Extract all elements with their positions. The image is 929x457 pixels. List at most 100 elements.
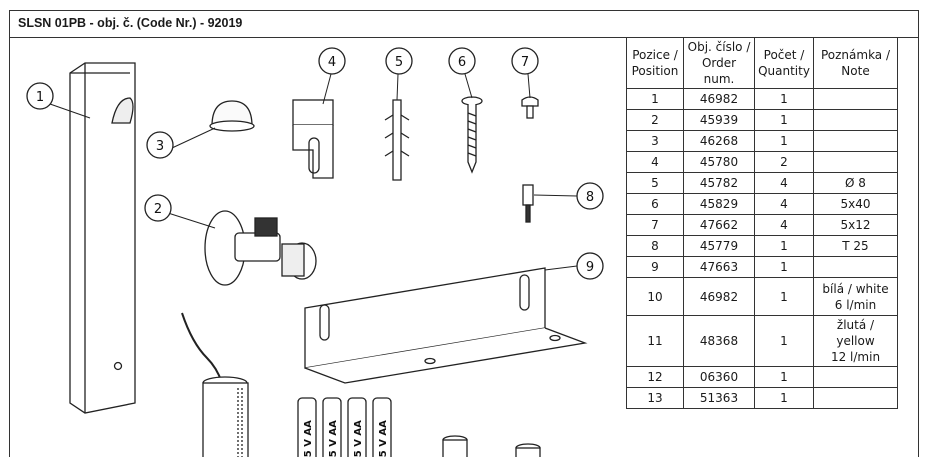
parts-table: Pozice /Position Obj. číslo /Order num. …	[626, 37, 898, 409]
cell-note	[813, 130, 898, 152]
callout-1: 1	[36, 90, 44, 105]
part-9-bracket	[304, 267, 588, 384]
cell-position: 2	[626, 109, 684, 131]
cell-order: 45939	[683, 109, 755, 131]
part-11-batteries	[297, 397, 392, 457]
cell-note	[813, 88, 898, 110]
cell-order: 47663	[683, 256, 755, 278]
callout-6: 6	[458, 55, 466, 70]
cell-order: 51363	[683, 387, 755, 409]
parts-drawing: 1 2 3 4 5 6 7 8 9 1,5 V AA 1,5 V AA 1,5 …	[26, 47, 604, 457]
cell-order: 46982	[683, 277, 755, 316]
callout-circle-3	[146, 131, 174, 159]
cell-note	[813, 151, 898, 173]
callout-2: 2	[154, 202, 162, 217]
cell-position: 3	[626, 130, 684, 152]
table-header-row: Pozice /Position Obj. číslo /Order num. …	[626, 37, 898, 89]
cell-position: 5	[626, 172, 684, 194]
header-quantity: Počet /Quantity	[754, 37, 814, 89]
callout-circle-8	[576, 182, 604, 210]
document-frame: SLSN 01PB - obj. č. (Code Nr.) - 92019	[9, 10, 919, 457]
part-6-screw	[461, 96, 483, 174]
cell-position: 11	[626, 315, 684, 367]
header-note: Poznámka /Note	[813, 37, 898, 89]
callout-5: 5	[395, 55, 403, 70]
cell-qty: 1	[754, 366, 814, 388]
cell-qty: 1	[754, 256, 814, 278]
part-13-nut	[515, 443, 541, 457]
callout-8: 8	[586, 190, 594, 205]
cell-order: 45779	[683, 235, 755, 257]
callout-circle-7	[511, 47, 539, 75]
cell-note: Ø 8	[813, 172, 898, 194]
cell-qty: 1	[754, 235, 814, 257]
callout-circle-5	[385, 47, 413, 75]
cell-order: 45829	[683, 193, 755, 215]
cell-position: 8	[626, 235, 684, 257]
cell-order: 48368	[683, 315, 755, 367]
cell-position: 7	[626, 214, 684, 236]
part-4-plate	[292, 99, 334, 179]
leader-lines	[49, 73, 578, 271]
cell-order: 47662	[683, 214, 755, 236]
cell-note	[813, 109, 898, 131]
cell-qty: 1	[754, 387, 814, 409]
cell-order: 45782	[683, 172, 755, 194]
cell-position: 10	[626, 277, 684, 316]
callout-7: 7	[521, 55, 529, 70]
callout-3: 3	[156, 139, 164, 154]
battery-label-4: 1,5 V AA	[378, 420, 389, 457]
part-7-small-screw	[521, 96, 539, 119]
cell-note	[813, 387, 898, 409]
cell-qty: 1	[754, 88, 814, 110]
part-12-nut	[442, 435, 468, 457]
cell-position: 6	[626, 193, 684, 215]
battery-label-2: 1,5 V AA	[328, 420, 339, 457]
cell-order: 46268	[683, 130, 755, 152]
battery-label-1: 1,5 V AA	[303, 420, 314, 457]
header-order-num: Obj. číslo /Order num.	[683, 37, 755, 89]
callout-circle-6	[448, 47, 476, 75]
cell-position: 12	[626, 366, 684, 388]
cell-qty: 1	[754, 130, 814, 152]
cell-position: 1	[626, 88, 684, 110]
callout-4: 4	[328, 55, 336, 70]
cell-qty: 4	[754, 172, 814, 194]
document-title: SLSN 01PB - obj. č. (Code Nr.) - 92019	[18, 16, 243, 30]
part-3-dome	[209, 100, 255, 132]
header-position: Pozice /Position	[626, 37, 684, 89]
part-2-valve	[204, 210, 317, 286]
cell-qty: 4	[754, 214, 814, 236]
cell-note: 5x12	[813, 214, 898, 236]
callout-9: 9	[586, 260, 594, 275]
cell-qty: 1	[754, 315, 814, 367]
cell-position: 13	[626, 387, 684, 409]
cell-note	[813, 256, 898, 278]
cell-qty: 1	[754, 109, 814, 131]
cell-qty: 1	[754, 277, 814, 316]
cell-order: 46982	[683, 88, 755, 110]
part-1-column	[69, 62, 136, 414]
callout-circle-2	[144, 194, 172, 222]
cell-note: T 25	[813, 235, 898, 257]
cell-order: 06360	[683, 366, 755, 388]
part-8-bolt	[522, 184, 534, 223]
part-5-plug	[384, 99, 410, 181]
title-bar: SLSN 01PB - obj. č. (Code Nr.) - 92019	[10, 11, 918, 38]
cell-position: 4	[626, 151, 684, 173]
cell-position: 9	[626, 256, 684, 278]
callout-circle-9	[576, 252, 604, 280]
